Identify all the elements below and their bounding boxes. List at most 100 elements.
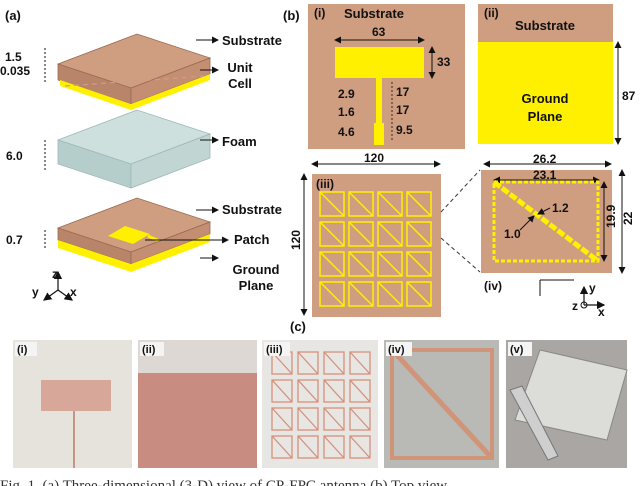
photo-i: (i) <box>13 340 132 468</box>
unit-cell-diagonal <box>377 251 403 277</box>
svg-text:Plane: Plane <box>528 109 563 124</box>
unit-cell <box>319 251 345 277</box>
unit-cell-diagonal <box>349 407 371 431</box>
unit-cell-diagonal <box>377 191 403 217</box>
unit-cell-diagonal <box>323 379 345 403</box>
unit-cell-diagonal <box>323 407 345 431</box>
unit-cell-diagonal <box>348 281 374 307</box>
axes-a: z y x <box>32 267 77 301</box>
label-patch: Patch <box>234 232 269 247</box>
unit-cell <box>406 221 432 247</box>
unit-cell <box>349 351 371 375</box>
svg-text:(iii): (iii) <box>266 344 283 356</box>
label-substrate-bottom: Substrate <box>222 202 282 217</box>
dim-1-5: 1.5 <box>5 50 22 64</box>
unit-cell-diagonal <box>406 191 432 217</box>
unit-cell-layer <box>60 74 210 110</box>
svg-text:y: y <box>589 281 596 295</box>
unit-cell <box>323 407 345 431</box>
label-ground: Ground <box>233 262 280 277</box>
unit-cell <box>297 407 319 431</box>
svg-text:87: 87 <box>622 89 636 103</box>
unit-cell-diagonal <box>271 379 293 403</box>
unit-cell-diagonal <box>349 379 371 403</box>
foam-side <box>130 133 211 189</box>
label-cell: Cell <box>228 76 252 91</box>
unit-cell-diagonal <box>271 435 293 459</box>
unit-cell-diagonal <box>348 221 374 247</box>
unit-cell-diagonal <box>297 351 319 375</box>
photo-iv: (iv) <box>384 340 499 468</box>
svg-text:23.1: 23.1 <box>533 168 557 182</box>
svg-text:1.2: 1.2 <box>552 201 569 215</box>
svg-text:19.9: 19.9 <box>604 204 618 228</box>
svg-text:Substrate: Substrate <box>344 6 404 21</box>
unit-cell <box>297 379 319 403</box>
unit-cell <box>348 221 374 247</box>
svg-text:(ii): (ii) <box>484 6 499 20</box>
unit-cell <box>319 191 345 217</box>
svg-text:63: 63 <box>372 25 386 39</box>
panel-b-label: (b) <box>283 8 300 23</box>
svg-text:17: 17 <box>396 103 410 117</box>
axes-b: z y x <box>572 281 606 319</box>
svg-text:(iii): (iii) <box>316 177 334 191</box>
photo-v: (v) <box>506 340 628 468</box>
unit-cell <box>271 435 293 459</box>
unit-cell-diagonal <box>319 251 345 277</box>
unit-cell-diagonal <box>348 251 374 277</box>
panel-b-ii: (ii) Substrate Ground Plane 87 <box>478 4 636 145</box>
panel-b-iv: 26.2 23.1 19.9 22 1.2 1.0 (iv) <box>481 152 635 296</box>
svg-text:z: z <box>52 267 58 281</box>
svg-text:Substrate: Substrate <box>515 18 575 33</box>
label-plane: Plane <box>239 278 274 293</box>
panel-c-label: (c) <box>290 319 306 334</box>
svg-text:(i): (i) <box>17 344 28 356</box>
svg-text:(v): (v) <box>510 344 524 356</box>
dim-0-7: 0.7 <box>6 233 23 247</box>
unit-cell-diagonal <box>349 435 371 459</box>
label-unit: Unit <box>227 60 253 75</box>
dim-0-035: 0.035 <box>0 64 30 78</box>
unit-cell-diagonal <box>348 191 374 217</box>
unit-cell <box>348 251 374 277</box>
panel-a-label: (a) <box>5 8 21 23</box>
unit-cell-diagonal <box>319 221 345 247</box>
top-substrate-stack <box>56 33 212 110</box>
svg-text:120: 120 <box>364 151 384 165</box>
unit-cell <box>323 379 345 403</box>
unit-cell <box>297 435 319 459</box>
unit-cell-diagonal <box>319 191 345 217</box>
unit-cell-diagonal <box>406 281 432 307</box>
unit-cell <box>377 191 403 217</box>
unit-cell <box>323 351 345 375</box>
unit-cell-diagonal <box>406 251 432 277</box>
caption: Fig. 1. (a) Three-dimensional (3-D) view… <box>0 478 447 486</box>
svg-text:2.9: 2.9 <box>338 87 355 101</box>
svg-text:(iv): (iv) <box>388 344 405 356</box>
svg-text:(iv): (iv) <box>484 279 502 293</box>
unit-cell <box>319 221 345 247</box>
unit-cell <box>323 435 345 459</box>
unit-cell <box>406 191 432 217</box>
svg-text:(ii): (ii) <box>142 344 156 356</box>
unit-cell <box>348 191 374 217</box>
label-substrate-top: Substrate <box>222 33 282 48</box>
unit-cell-diagonal <box>377 221 403 247</box>
unit-cell <box>349 435 371 459</box>
unit-cell-diagonal <box>377 281 403 307</box>
photo-ii: (ii) <box>138 340 257 468</box>
panel-b-iii: 120 120 (iii) <box>289 151 441 317</box>
unit-cell <box>406 251 432 277</box>
unit-cell-diagonal <box>297 379 319 403</box>
unit-cell <box>377 221 403 247</box>
patch-shape <box>108 226 150 244</box>
svg-text:1.0: 1.0 <box>504 227 521 241</box>
dim-6-0: 6.0 <box>6 149 23 163</box>
svg-text:33: 33 <box>437 55 451 69</box>
svg-text:4.6: 4.6 <box>338 125 355 139</box>
unit-cell-diagonal <box>297 435 319 459</box>
panel-b-i: (i) Substrate 63 33 2.9 1.6 4.6 17 17 9.… <box>308 4 465 149</box>
svg-text:Ground: Ground <box>522 91 569 106</box>
